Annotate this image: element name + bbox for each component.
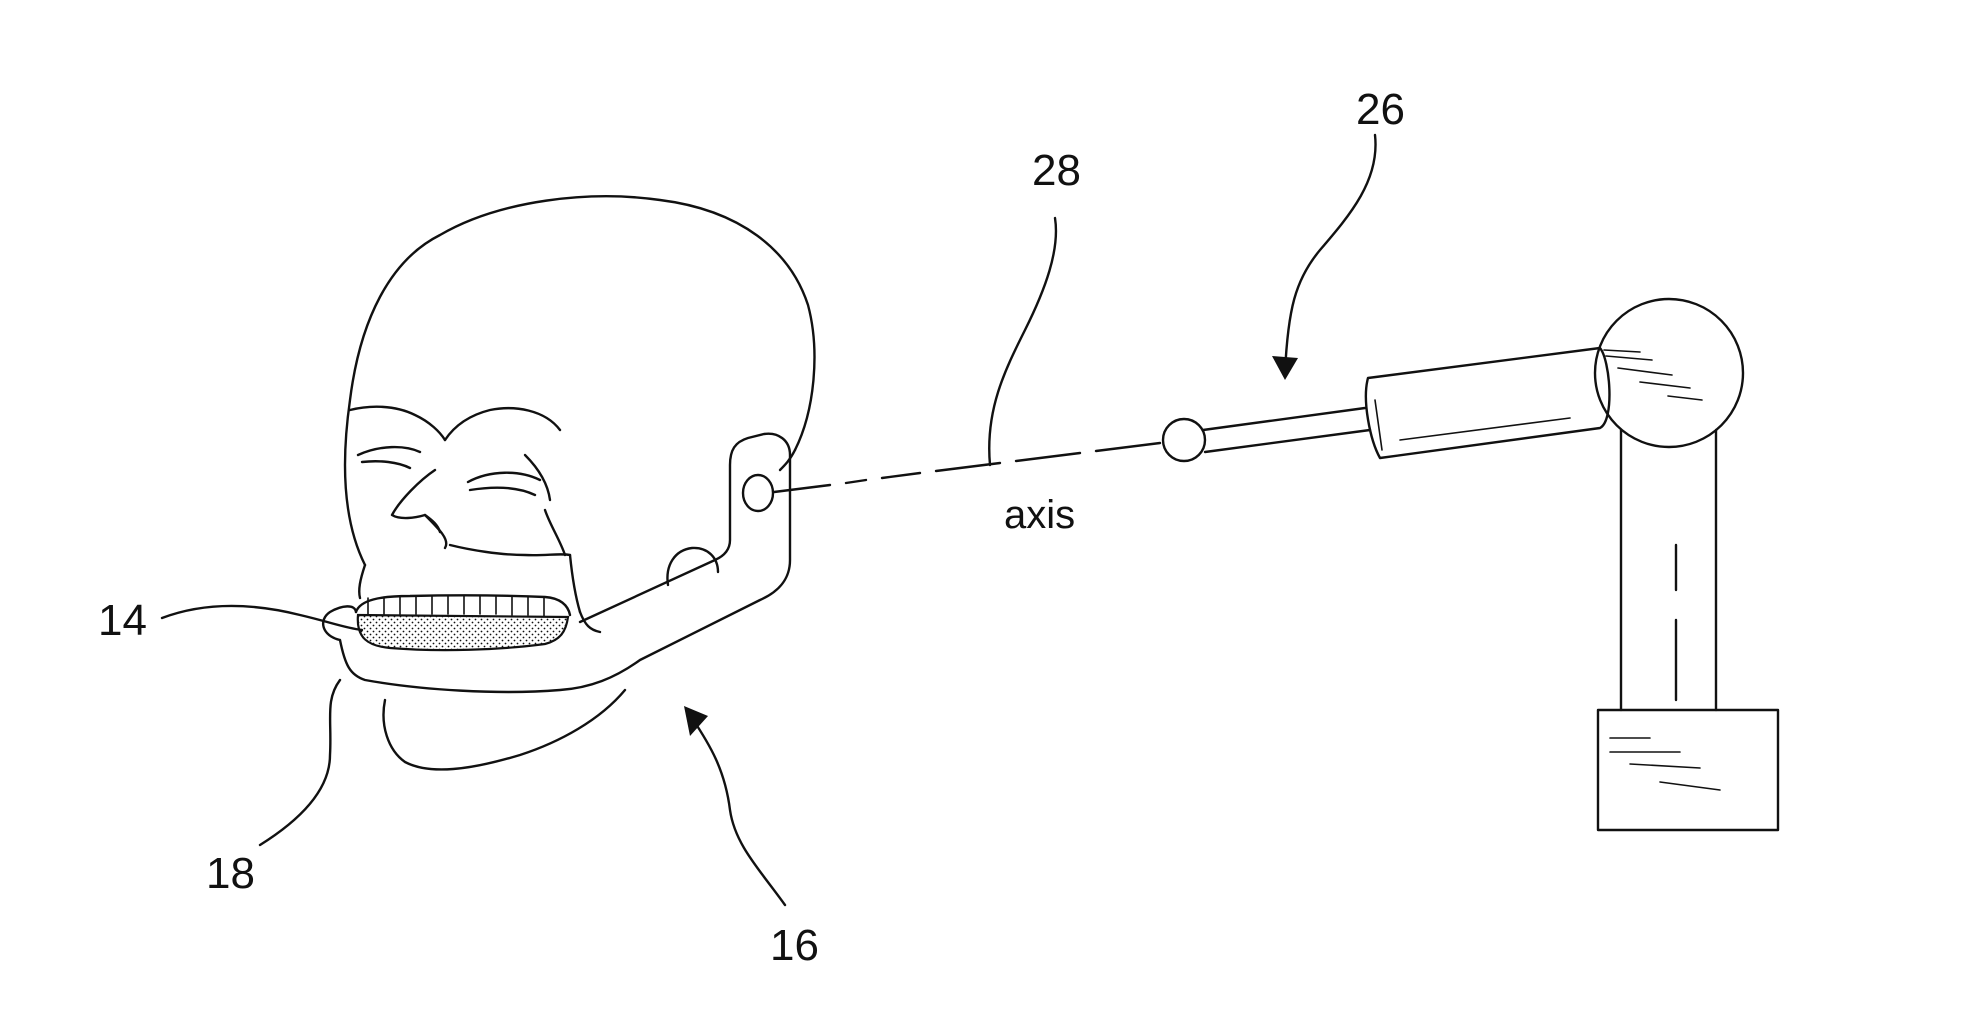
- arrow-26: [1272, 356, 1298, 380]
- ref-label-28: 28: [1032, 146, 1081, 195]
- teeth: [356, 595, 570, 616]
- arrow-16: [684, 706, 708, 736]
- probe-ball: [1163, 419, 1205, 461]
- robot-arm-26: [1163, 299, 1778, 830]
- ref-label-26: 26: [1356, 85, 1405, 134]
- bite-plate-14: [358, 615, 568, 650]
- axis-line-28: [774, 443, 1160, 492]
- mandible-outline: [384, 690, 625, 769]
- skull: [345, 196, 814, 769]
- right-eye: [468, 473, 540, 482]
- shoulder-joint: [1595, 299, 1743, 447]
- frame-outline: [323, 434, 790, 692]
- nose: [392, 470, 446, 548]
- base-shading: [1610, 738, 1720, 790]
- left-eye: [358, 447, 420, 455]
- base: [1598, 710, 1778, 830]
- axis-label: axis: [1004, 493, 1075, 537]
- cranium-outline: [345, 196, 814, 565]
- leader-26: [1285, 135, 1376, 372]
- shoulder-shading: [1604, 350, 1702, 400]
- leader-lines: [162, 135, 1376, 905]
- brow-line: [350, 407, 445, 440]
- ref-label-14: 14: [98, 596, 147, 645]
- upper-teeth-arch: [356, 595, 570, 615]
- forearm: [1366, 348, 1610, 458]
- jaw-frame-16: [323, 434, 790, 692]
- ref-label-16: 16: [770, 921, 819, 970]
- tooth-separators: [368, 596, 544, 616]
- ref-label-18: 18: [206, 849, 255, 898]
- column: [1621, 430, 1716, 710]
- hinge-pin: [743, 475, 773, 511]
- leader-16: [692, 718, 785, 905]
- probe-shaft: [1203, 408, 1370, 452]
- leader-18: [260, 680, 340, 845]
- leader-28: [989, 218, 1056, 465]
